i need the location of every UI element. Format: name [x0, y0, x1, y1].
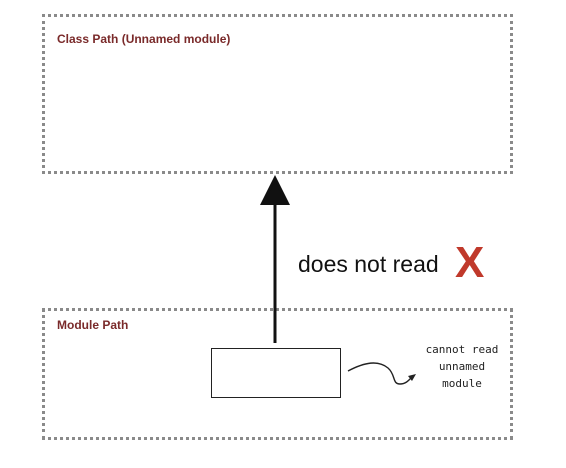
x-mark-icon: X: [455, 238, 485, 287]
annotation-note: cannot read unnamed module: [410, 341, 514, 392]
does-not-read-label: does not read: [298, 251, 439, 277]
note-line-1: cannot read: [425, 343, 499, 356]
note-squiggle-connector: [347, 362, 413, 385]
module-path-label: Module Path: [57, 318, 129, 332]
module-path-region: Module Path: [42, 308, 513, 440]
class-path-label: Class Path (Unnamed module): [57, 32, 231, 46]
class-path-region: Class Path (Unnamed module): [42, 14, 513, 174]
reads-arrow-head: [269, 181, 281, 194]
note-line-3: module: [442, 377, 482, 390]
note-connector-head: [408, 374, 416, 381]
note-line-2: unnamed: [438, 360, 486, 373]
named-module-box: [211, 348, 341, 398]
